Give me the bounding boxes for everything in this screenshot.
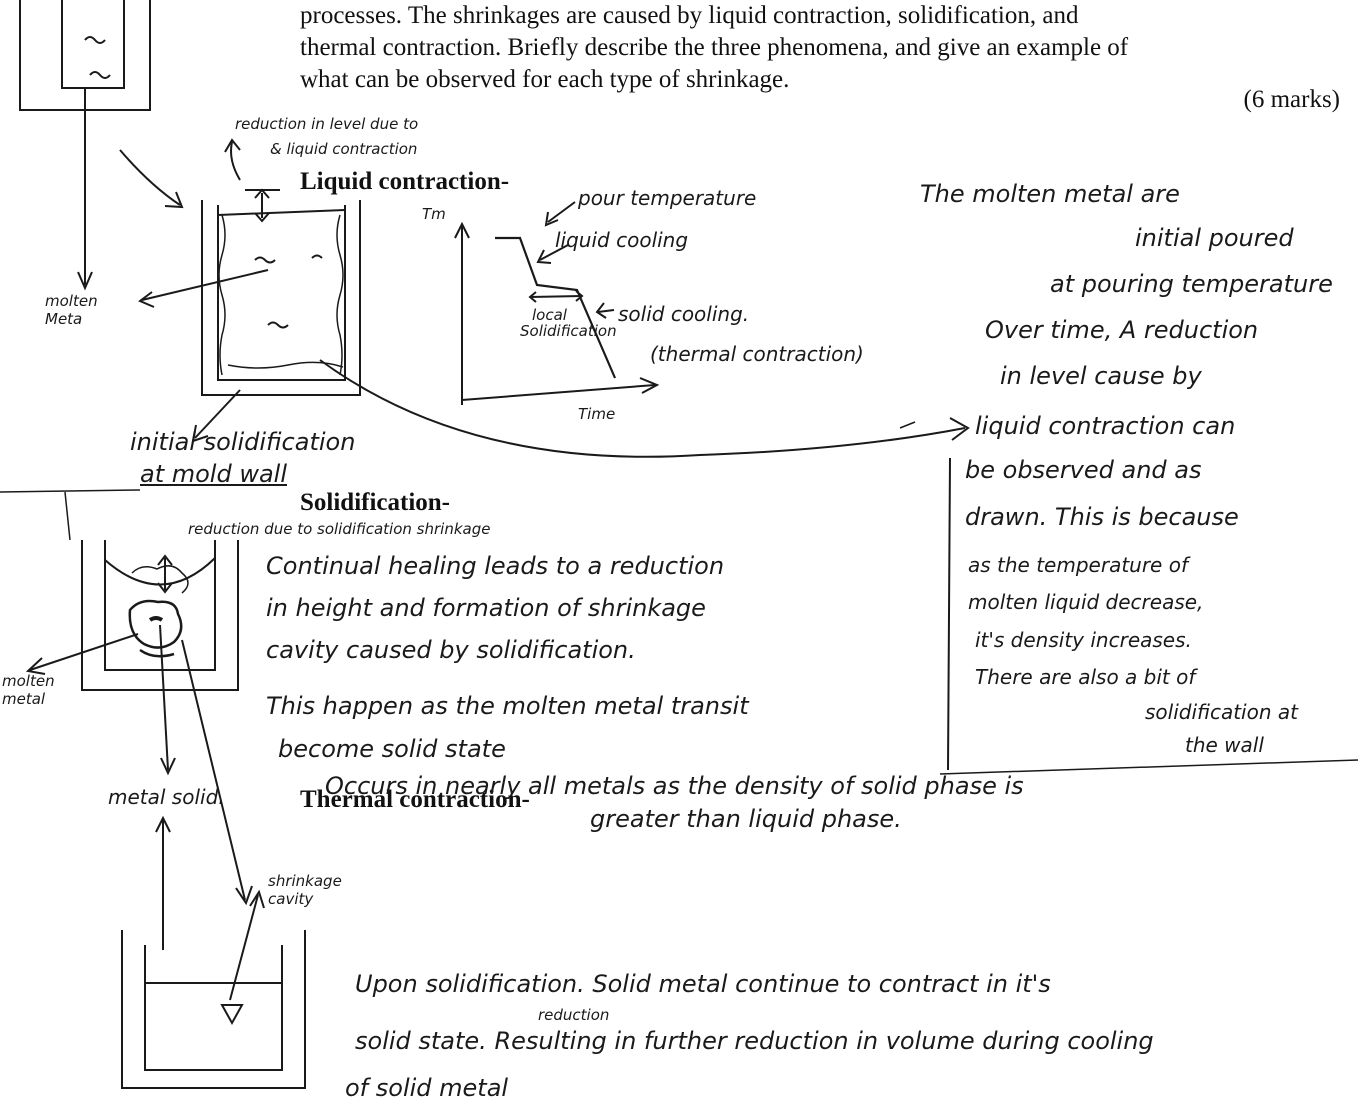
- solidification-text-line: become solid state: [278, 735, 506, 763]
- note-at-mold-wall: at mold wall: [140, 460, 287, 488]
- note-reduction-liquid-2: & liquid contraction: [270, 140, 417, 158]
- graph-pour-temperature: pour temperature: [578, 186, 756, 210]
- right-note-line: molten liquid decrease,: [968, 590, 1203, 614]
- right-note-line: The molten metal are: [920, 180, 1180, 208]
- note-metal-solid: metal solid.: [108, 785, 225, 809]
- right-note-line: be observed and as: [965, 456, 1202, 484]
- right-note-line: it's density increases.: [975, 628, 1192, 652]
- graph-liquid-cooling: liquid cooling: [555, 228, 688, 252]
- graph-x-label: Time: [578, 405, 615, 423]
- solidification-text-line: cavity caused by solidification.: [266, 636, 636, 664]
- right-note-line: the wall: [1185, 733, 1264, 757]
- sketch-liquid-mold: [140, 140, 968, 457]
- right-note-line: There are also a bit of: [975, 665, 1195, 689]
- thermal-text-line: of solid metal: [345, 1074, 508, 1102]
- solidification-text-line: Occurs in nearly all metals as the densi…: [325, 772, 1024, 800]
- sketch-thermal-mold: [122, 818, 305, 1088]
- right-note-line: liquid contraction can: [975, 412, 1235, 440]
- thermal-text-line: solid state. Resulting in further reduct…: [355, 1027, 1154, 1055]
- right-note-line: at pouring temperature: [1050, 270, 1333, 298]
- graph-thermal-contraction: (thermal contraction): [650, 342, 864, 366]
- sketch-pouring-crucible: [20, 0, 182, 288]
- solidification-text-line: This happen as the molten metal transit: [266, 692, 749, 720]
- graph-solid-cooling: solid cooling.: [618, 302, 749, 326]
- graph-y-label: Tm: [422, 205, 446, 223]
- solidification-text-line: greater than liquid phase.: [590, 805, 902, 833]
- right-note-line: in level cause by: [1000, 362, 1202, 390]
- graph-solidification: Solidification: [520, 322, 617, 340]
- right-note-line: drawn. This is because: [965, 503, 1239, 531]
- thermal-text-line: Upon solidification. Solid metal continu…: [355, 970, 1051, 998]
- note-reduction-insert: reduction: [538, 1006, 609, 1024]
- right-note-line: Over time, A reduction: [985, 316, 1258, 344]
- right-note-line: as the temperature of: [968, 553, 1188, 577]
- note-reduction-solidification: reduction due to solidification shrinkag…: [188, 520, 490, 538]
- right-note-line: initial poured: [1135, 224, 1294, 252]
- solidification-text-line: in height and formation of shrinkage: [266, 594, 706, 622]
- note-initial-solidification: initial solidification: [130, 428, 355, 456]
- right-note-line: solidification at: [1145, 700, 1298, 724]
- solidification-text-line: Continual healing leads to a reduction: [266, 552, 724, 580]
- note-reduction-liquid: reduction in level due to: [235, 115, 418, 133]
